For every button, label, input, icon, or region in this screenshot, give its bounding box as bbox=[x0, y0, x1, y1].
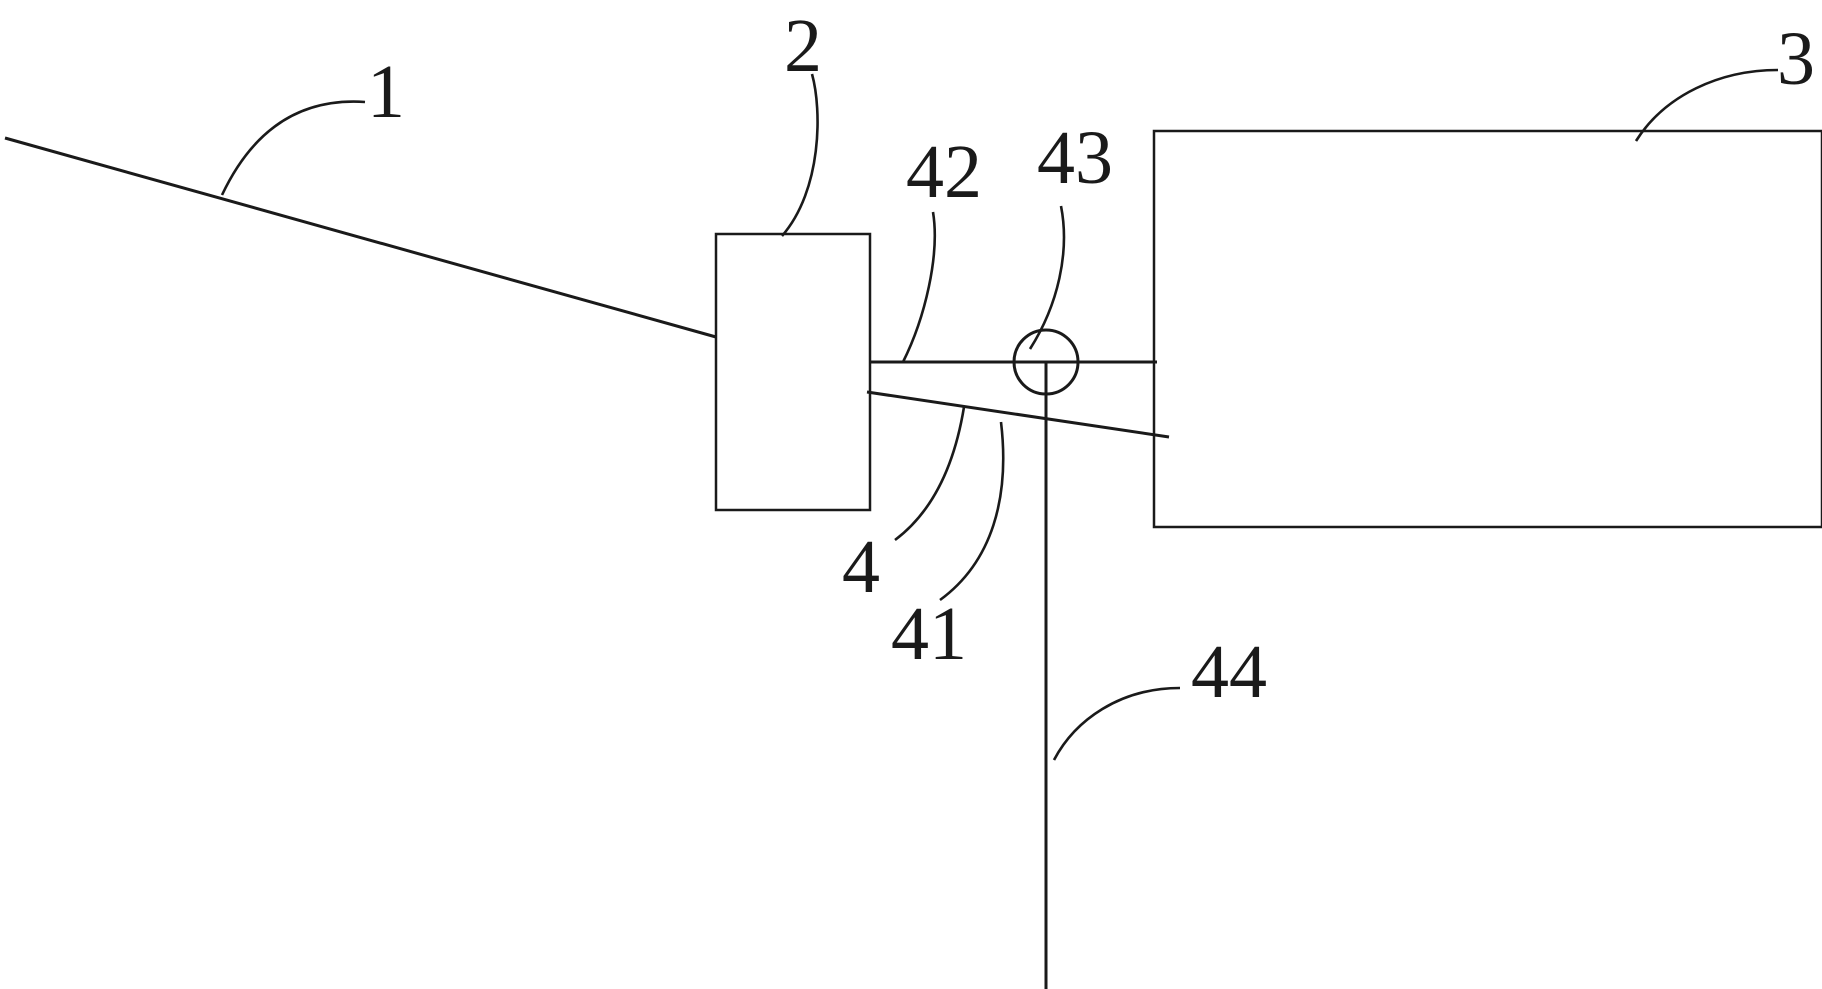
label-4: 4 bbox=[842, 525, 880, 609]
part-1-inclined-line bbox=[4, 136, 717, 339]
leader-42 bbox=[901, 211, 937, 363]
leader-4 bbox=[894, 406, 966, 542]
part-3-block bbox=[1152, 129, 1822, 529]
label-44: 44 bbox=[1191, 630, 1267, 714]
leader-43 bbox=[1028, 205, 1066, 350]
leader-41 bbox=[939, 421, 1005, 602]
part-2-block bbox=[714, 232, 872, 512]
label-2: 2 bbox=[784, 4, 822, 88]
part-41-inclined-rod bbox=[866, 390, 1170, 439]
label-1: 1 bbox=[367, 50, 405, 134]
leader-1 bbox=[220, 100, 366, 196]
leader-44 bbox=[1052, 686, 1181, 761]
label-41: 41 bbox=[891, 592, 967, 676]
label-3: 3 bbox=[1777, 17, 1815, 101]
leader-2 bbox=[781, 73, 819, 237]
label-43: 43 bbox=[1037, 116, 1113, 200]
leader-3 bbox=[1634, 68, 1779, 142]
label-42: 42 bbox=[906, 130, 982, 214]
